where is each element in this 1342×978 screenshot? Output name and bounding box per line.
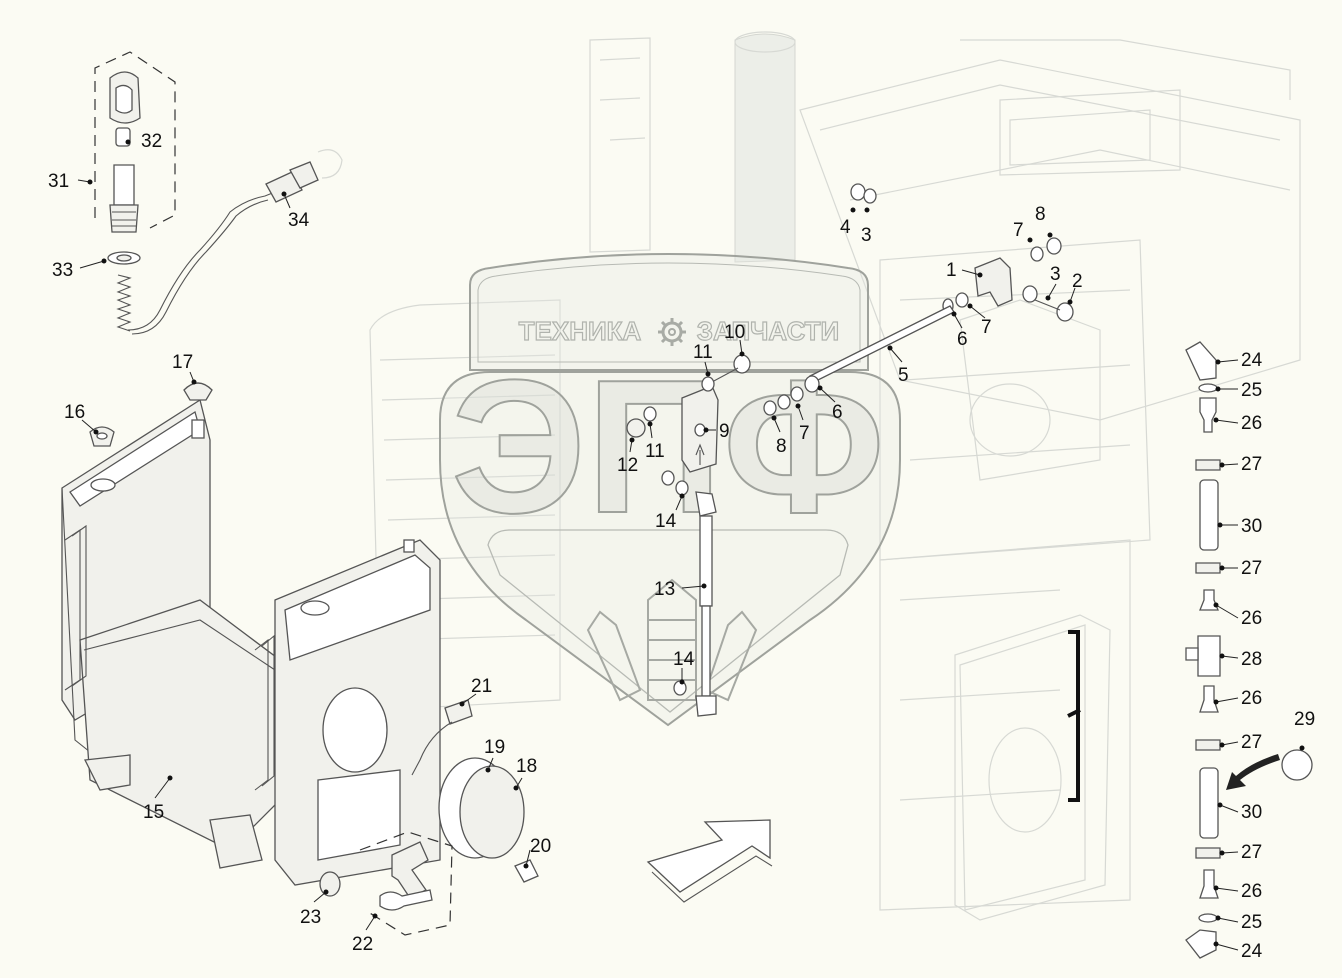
callout-27-d: 27 (1241, 842, 1262, 863)
callout-19: 19 (484, 737, 505, 758)
callout-26-b: 26 (1241, 608, 1262, 629)
callout-7-left: 7 (799, 423, 810, 444)
cover-lock-assembly (319, 699, 539, 936)
callout-26-d: 26 (1241, 881, 1262, 902)
callout-11-top: 11 (693, 342, 713, 363)
callout-25-bottom: 25 (1241, 912, 1262, 933)
gear-icon (658, 318, 686, 346)
callout-15: 15 (143, 802, 164, 823)
callout-31: 31 (48, 171, 69, 192)
callout-3-top: 3 (861, 225, 872, 246)
callout-27-b: 27 (1241, 558, 1262, 579)
watermark-logo: ТЕХНИКА ЗАПЧАСТИ ЭПФ (439, 253, 901, 727)
callout-6-left: 6 (832, 402, 843, 423)
callout-34: 34 (288, 210, 310, 231)
callout-2: 2 (1072, 271, 1083, 292)
callout-21: 21 (471, 676, 492, 697)
callout-18: 18 (516, 756, 537, 777)
callout-27-a: 27 (1241, 454, 1262, 475)
background-machine-ghost (369, 31, 1301, 921)
callout-17: 17 (172, 352, 193, 373)
callout-6-right: 6 (957, 329, 968, 350)
leader-lines (77, 139, 1305, 951)
callout-32: 32 (141, 131, 162, 152)
hose-assembly (1185, 341, 1313, 959)
heater-plug-assembly (94, 51, 343, 335)
callout-29: 29 (1294, 709, 1315, 730)
callout-9: 9 (719, 421, 730, 442)
callout-13: 13 (654, 579, 675, 600)
callout-12: 12 (617, 455, 638, 476)
seal-strips (1067, 630, 1081, 802)
watermark-monogram: ЭПФ (451, 341, 885, 553)
callout-3-right: 3 (1050, 264, 1061, 285)
callout-30-bottom: 30 (1241, 802, 1262, 823)
callout-labels: 31 32 33 34 17 16 15 4 3 7 8 1 3 2 6 7 5… (48, 131, 1315, 962)
callout-8-left: 8 (776, 436, 787, 457)
callout-25-top: 25 (1241, 380, 1262, 401)
callout-16: 16 (64, 402, 85, 423)
callout-27-c: 27 (1241, 732, 1262, 753)
watermark-right-text: ЗАПЧАСТИ (697, 316, 840, 346)
callout-26-c: 26 (1241, 688, 1262, 709)
callout-33: 33 (52, 260, 73, 281)
callout-28: 28 (1241, 649, 1262, 670)
callout-20: 20 (530, 836, 551, 857)
callout-7-right: 7 (981, 317, 992, 338)
callout-11-bottom: 11 (645, 441, 665, 462)
callout-24-top: 24 (1241, 350, 1263, 371)
callout-23: 23 (300, 907, 321, 928)
callout-30-top: 30 (1241, 516, 1262, 537)
callout-26-a: 26 (1241, 413, 1262, 434)
callout-4: 4 (840, 217, 851, 238)
callout-24-bottom: 24 (1241, 941, 1263, 962)
callout-1: 1 (946, 260, 957, 281)
housing-assembly (61, 382, 441, 886)
callout-10: 10 (724, 322, 745, 343)
watermark-left-text: ТЕХНИКА (519, 316, 642, 346)
callout-7-top: 7 (1013, 220, 1024, 241)
callout-5: 5 (898, 365, 909, 386)
callout-8-top: 8 (1035, 204, 1046, 225)
callout-14-bottom: 14 (673, 649, 695, 670)
linkage-assembly (626, 183, 1074, 717)
callout-14-top: 14 (655, 511, 677, 532)
callout-22: 22 (352, 934, 373, 955)
direction-arrow (646, 819, 773, 903)
